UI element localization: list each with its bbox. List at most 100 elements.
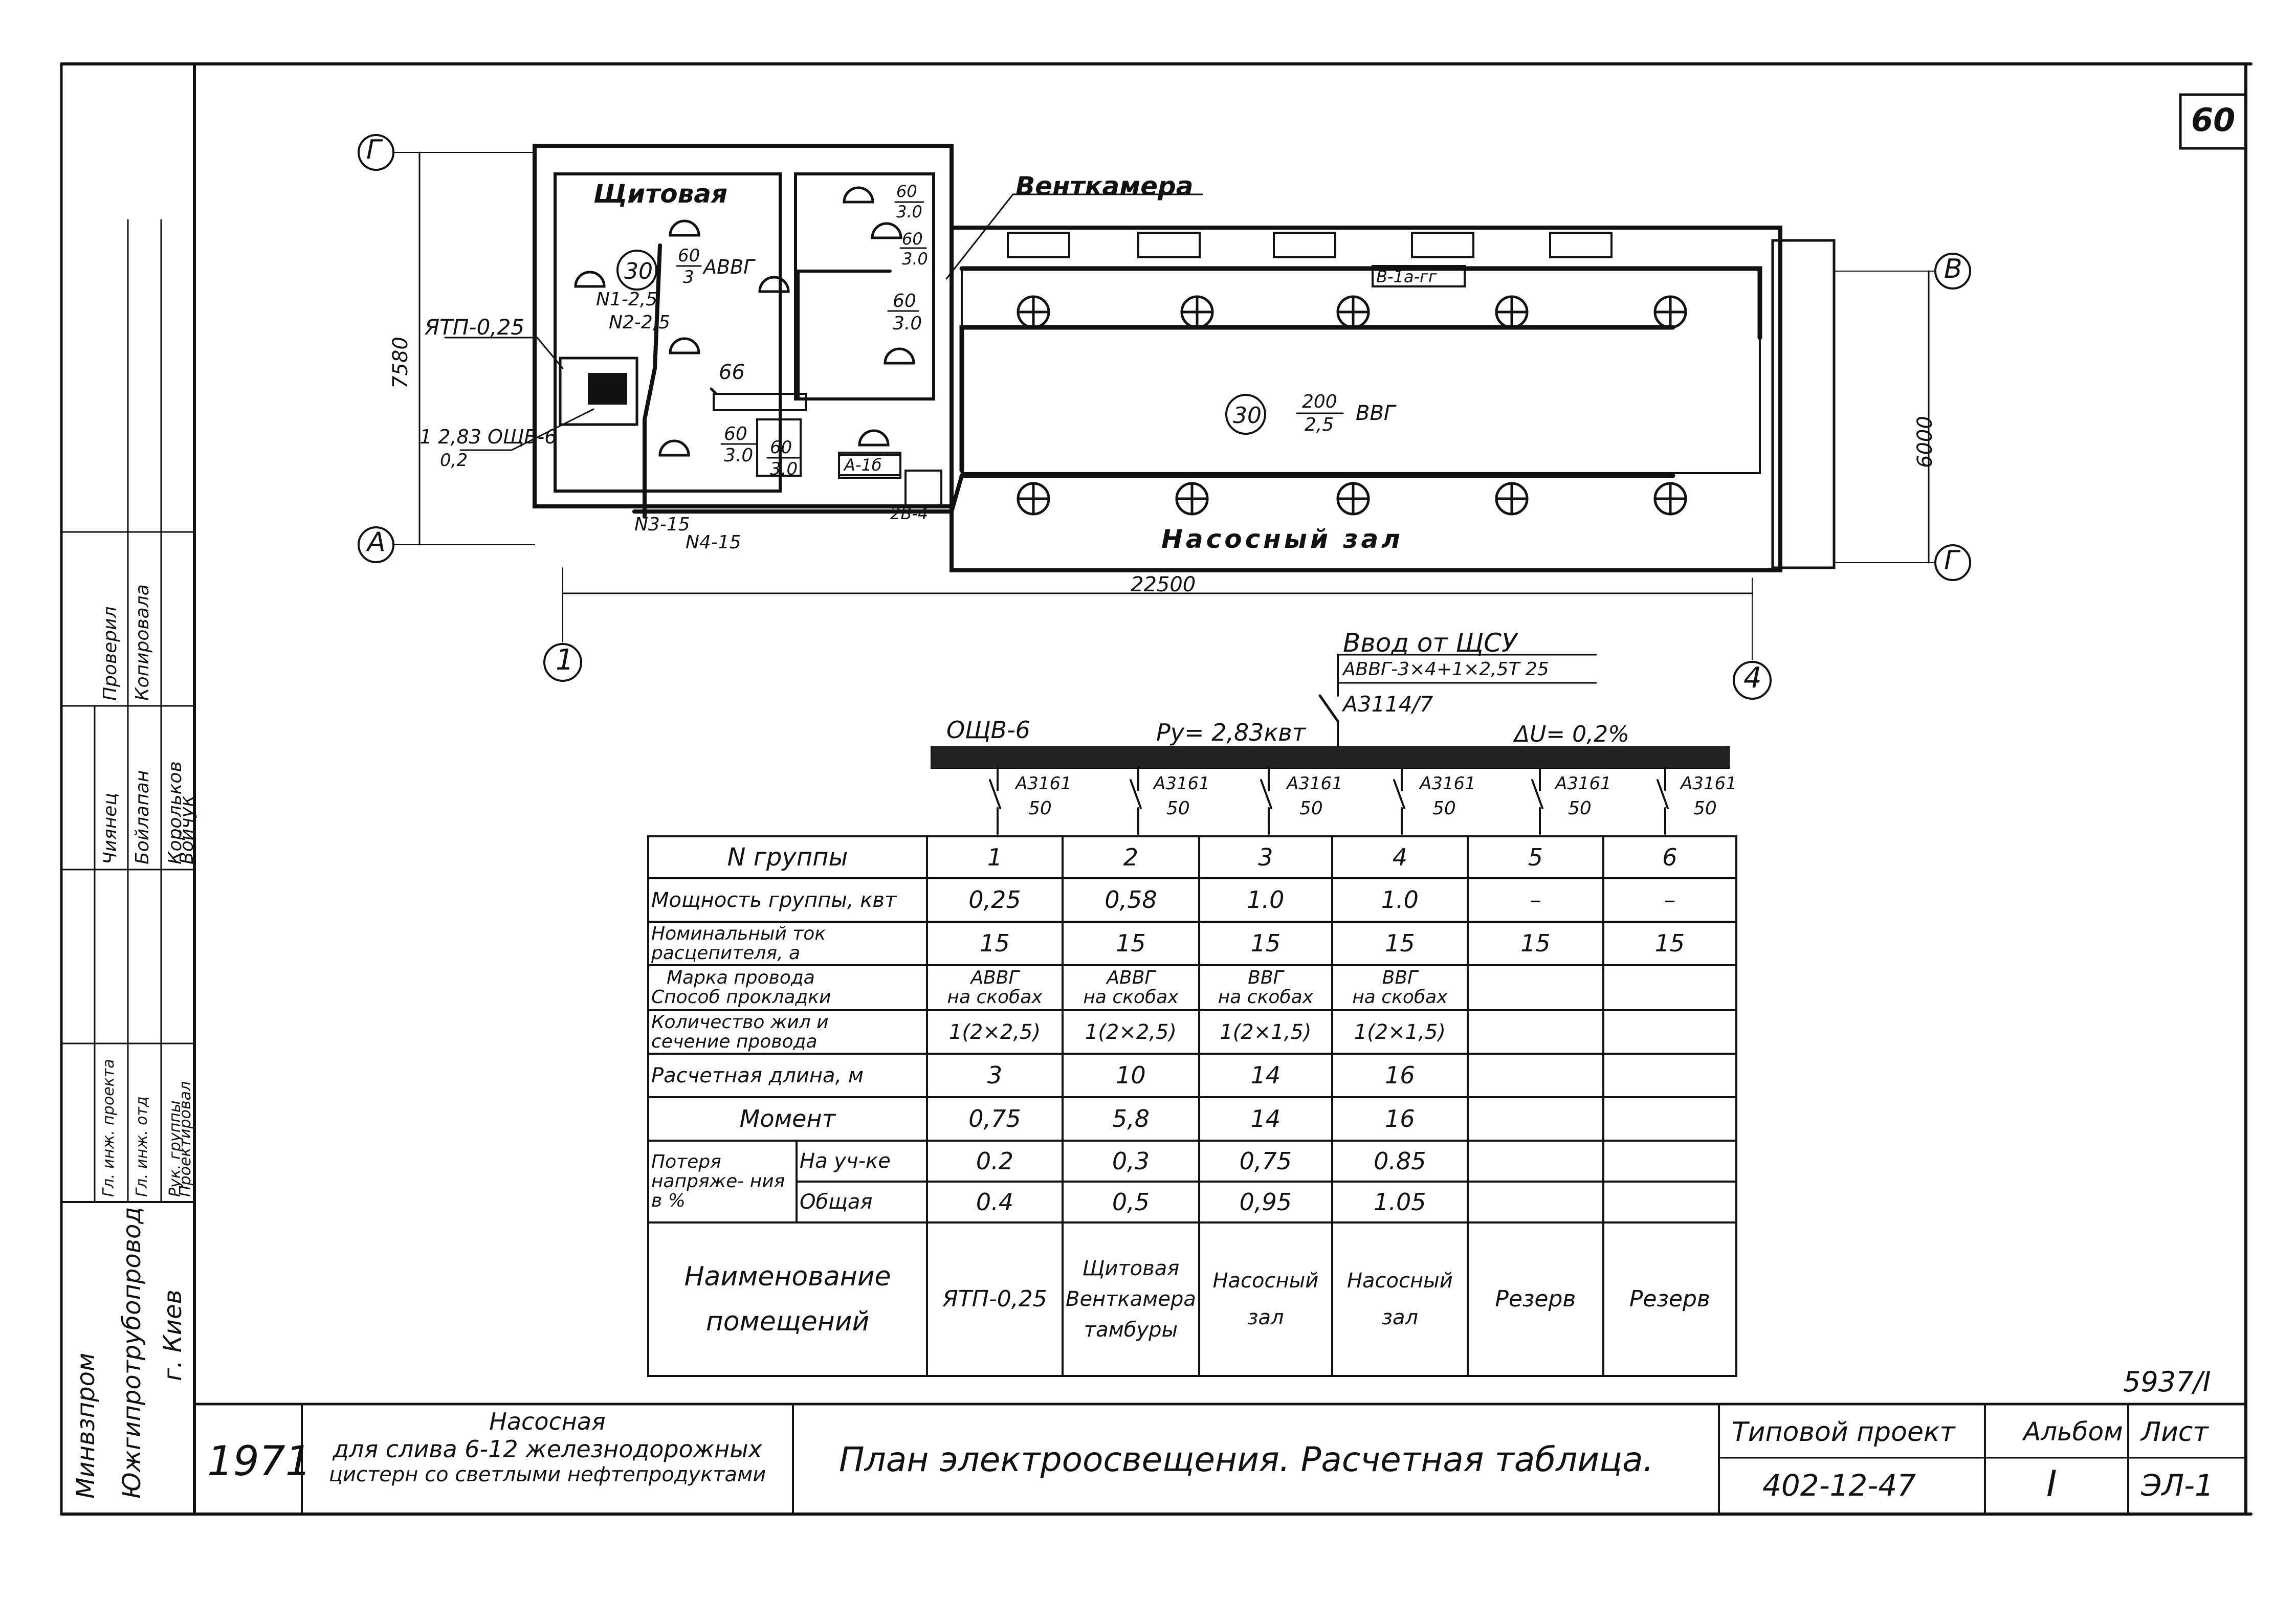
length-label: Расчетная длина, м	[647, 1053, 928, 1098]
wire-mark: ВВГ	[1248, 967, 1284, 989]
room-ventcamera-label: Венткамера	[1015, 171, 1194, 201]
label-2b4: 2В-4	[890, 504, 929, 523]
axis-4: 4	[1743, 661, 1762, 695]
row-current: Номинальный ток расцепителя, а 15 15 15 …	[647, 921, 1737, 966]
room-switchboard-label: Щитовая	[593, 179, 728, 209]
power-cell: 1.0	[1198, 877, 1333, 923]
ventcamera-room	[794, 172, 935, 401]
group-3: 3	[1198, 835, 1333, 879]
breaker-5-rating: 50	[1568, 798, 1592, 819]
drawing-title: План электроосвещения. Расчетная таблица…	[839, 1440, 1654, 1479]
frac-room-num: 60	[724, 424, 747, 444]
length-cell: 3	[926, 1053, 1064, 1098]
role-1: Гл. инж. проекта	[100, 1059, 118, 1197]
cable-avvg-den: 3	[683, 267, 694, 287]
loss-total-cell	[1466, 1181, 1604, 1224]
breaker-1-type: А3161	[1015, 773, 1072, 794]
object-title: Насосная для слива 6-12 железнодорожных …	[304, 1408, 790, 1486]
doc-code: 5937/I	[2123, 1366, 2211, 1398]
loss-section-cell: 0.2	[926, 1140, 1064, 1183]
sheet-number-box	[2179, 93, 2247, 150]
breaker-4-rating: 50	[1432, 798, 1456, 819]
moment-cell: 0,75	[926, 1096, 1064, 1142]
rooms-cell: ЯТП-0,25	[926, 1221, 1064, 1377]
label-n2: N2-2,5	[609, 312, 671, 333]
current-label: Номинальный ток расцепителя, а	[647, 921, 928, 966]
sheet-value: ЭЛ-1	[2141, 1468, 2214, 1503]
wiring-row-top-2	[959, 325, 1675, 473]
group-breakers	[989, 767, 1669, 835]
wire-method: на скобах	[1218, 987, 1313, 1008]
row-loss-section: Потеря напряже- ния в % На уч-ке 0.2 0,3…	[647, 1140, 1737, 1224]
moment-cell	[1602, 1096, 1737, 1142]
length-cell: 14	[1198, 1053, 1333, 1098]
current-cell: 15	[926, 921, 1064, 966]
person-2: Бойлапан	[132, 770, 153, 864]
input-cable: АВВГ-3×4+1×2,5Т 25	[1343, 659, 1549, 680]
org-name-1: Минвзпром	[72, 1352, 100, 1499]
input-title: Ввод от ЩСУ	[1343, 628, 1517, 658]
group-6: 6	[1602, 835, 1737, 879]
label-66: 66	[719, 361, 745, 384]
cores-cell	[1602, 1009, 1737, 1055]
cores-label: Количество жил и сечение провода	[647, 1009, 928, 1055]
axis-g-top: Г	[366, 135, 381, 165]
row-power: Мощность группы, квт 0,25 0,58 1.0 1.0 –…	[647, 877, 1737, 923]
moment-cell: 5,8	[1062, 1096, 1200, 1142]
project-label: Типовой проект	[1732, 1417, 1955, 1448]
sheet-number: 60	[2191, 101, 2236, 139]
org-name-2: Южгипротрубопровод	[118, 1207, 146, 1499]
axis-g-right: Г	[1944, 545, 1959, 576]
row-loss-total: Общая 0.4 0,5 0,95 1.05	[648, 1181, 1737, 1224]
rooms-cell: Резерв	[1466, 1221, 1604, 1377]
label-oshv: 1 2,83 ОЩВ-6	[420, 426, 557, 448]
frac-vent-3-num: 60	[893, 291, 916, 312]
cable-avvg-num: 60	[678, 246, 700, 266]
switchboard-room	[554, 172, 782, 493]
wiring-row-top	[959, 266, 1762, 340]
axis-1: 1	[556, 643, 574, 677]
busbar	[931, 746, 1730, 769]
wire-method: на скобах	[1083, 987, 1179, 1008]
wire-mark: ВВГ	[1382, 967, 1418, 989]
frac-vent-3-den: 3.0	[893, 313, 922, 334]
wire-method: на скобах	[947, 987, 1043, 1008]
label-ytp: ЯТП-0,25	[425, 315, 525, 340]
frac-room-den: 3.0	[724, 445, 754, 466]
length-cell: 16	[1331, 1053, 1469, 1098]
current-cell: 15	[1466, 921, 1604, 966]
power-cell: –	[1466, 877, 1604, 923]
breaker-6-rating: 50	[1693, 798, 1717, 819]
moment-cell: 14	[1198, 1096, 1333, 1142]
breaker-5-type: А3161	[1555, 773, 1611, 794]
role-4: Проектировал	[176, 1081, 194, 1197]
current-cell: 15	[1062, 921, 1200, 966]
person-4: Войчук	[176, 795, 197, 864]
cable-vvg: ВВГ	[1356, 402, 1396, 425]
group-4: 4	[1331, 835, 1469, 879]
sheet-label: Лист	[2141, 1417, 2209, 1448]
album-value: I	[2046, 1463, 2057, 1505]
calculation-table: N группы 1 2 3 4 5 6 Мощность группы, кв…	[647, 835, 1737, 1377]
axis-b: В	[1944, 254, 1962, 284]
person-1: Чиянец	[100, 793, 121, 864]
year: 1971	[207, 1437, 312, 1485]
panel-name: ОЩВ-6	[946, 716, 1030, 744]
loss-section-cell: 0,75	[1198, 1140, 1333, 1183]
power-cell: –	[1602, 877, 1737, 923]
length-cell: 10	[1062, 1053, 1200, 1098]
wire-label-method: Способ прокладки	[651, 987, 831, 1008]
cores-cell	[1466, 1009, 1604, 1055]
loss-section-cell	[1602, 1140, 1737, 1183]
loss-total-cell: 0,5	[1062, 1181, 1200, 1224]
wire-mark: АВВГ	[1107, 967, 1155, 989]
label-n4: N4-15	[686, 532, 741, 553]
project-number: 402-12-47	[1762, 1468, 1916, 1503]
breaker-3-type: А3161	[1287, 773, 1343, 794]
row-cores: Количество жил и сечение провода 1(2×2,5…	[647, 1009, 1737, 1055]
breaker-4-type: А3161	[1420, 773, 1476, 794]
